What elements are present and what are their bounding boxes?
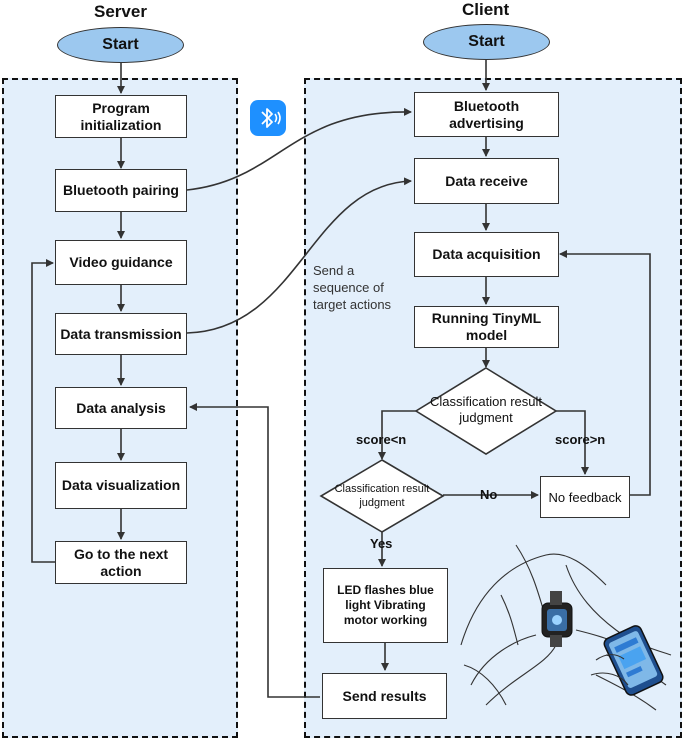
decision-diamond-2	[319, 459, 445, 533]
data-receive-box: Data receive	[414, 158, 559, 204]
send-sequence-note: Send a sequence of target actions	[313, 263, 392, 312]
no-label: No	[480, 487, 498, 502]
hand-watch-phone-illustration	[460, 544, 672, 711]
send-results-box: Send results	[322, 673, 447, 719]
decision-2-label: Classification result judgment	[334, 483, 430, 509]
client-title: Client	[462, 0, 510, 19]
no-feedback-box: No feedback	[540, 476, 630, 518]
bluetooth-pairing-box: Bluetooth pairing	[55, 169, 187, 212]
running-tinyml-box: Running TinyML model	[414, 306, 559, 348]
bluetooth-advertising-box: Bluetooth advertising	[414, 92, 559, 137]
yes-label: Yes	[370, 536, 393, 551]
client-start-oval: Start	[423, 24, 550, 60]
data-acquisition-box: Data acquisition	[414, 232, 559, 277]
data-analysis-box: Data analysis	[55, 387, 187, 429]
server-start-oval: Start	[57, 27, 184, 63]
data-transmission-box: Data transmission	[55, 313, 187, 355]
score-greater-label: score>n	[555, 432, 606, 447]
decision-diamond-1	[414, 367, 558, 455]
score-less-label: score<n	[356, 432, 407, 447]
bluetooth-icon	[250, 100, 286, 136]
go-to-next-action-box: Go to the next action	[55, 541, 187, 584]
video-guidance-box: Video guidance	[55, 240, 187, 285]
server-title: Server	[94, 2, 147, 21]
led-vibration-box: LED flashes blue light Vibrating motor w…	[323, 568, 448, 643]
data-visualization-box: Data visualization	[55, 462, 187, 509]
program-initialization-box: Program initialization	[55, 95, 187, 138]
decision-1-label: Classification result judgment	[430, 394, 542, 425]
